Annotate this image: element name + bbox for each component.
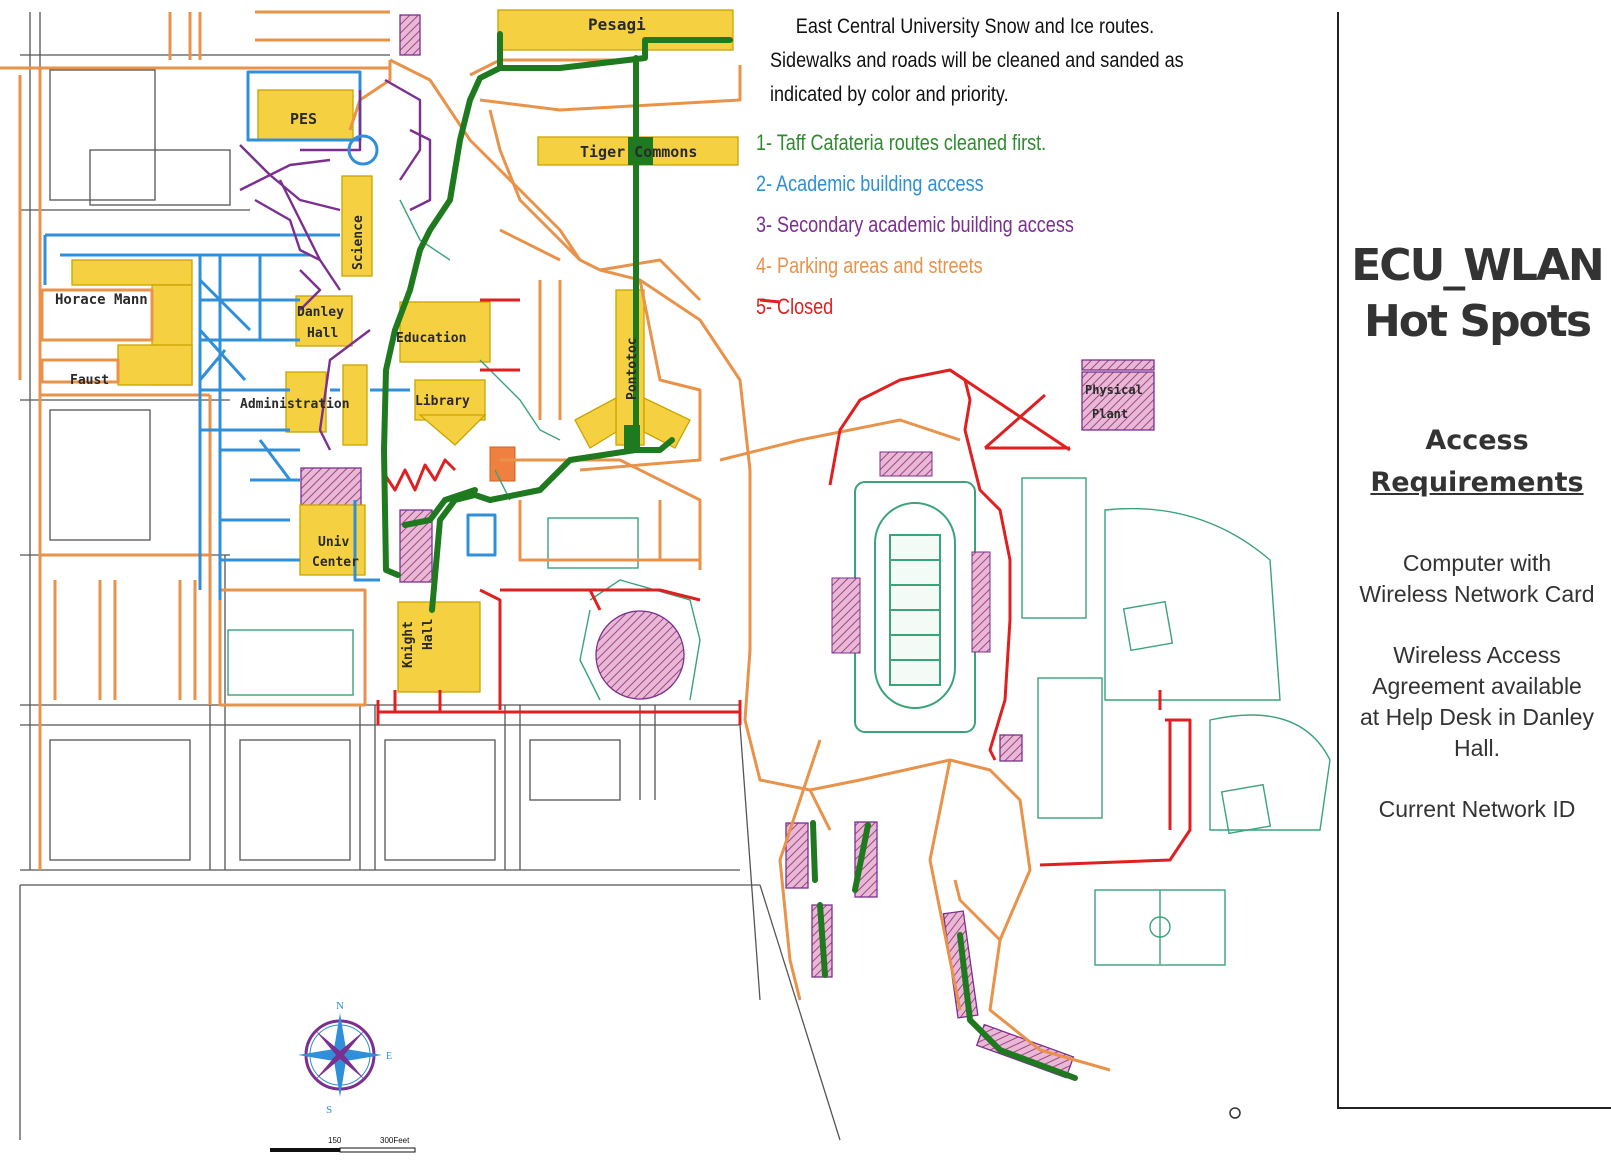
stadium-stands-west — [831, 577, 861, 654]
legend-item-3: 3- Secondary academic building access — [756, 212, 1074, 237]
req1-line-1: Computer with — [1402, 550, 1552, 576]
label-horace-mann: Horace Mann — [55, 292, 148, 308]
title-line-2: Sidewalks and roads will be cleaned and … — [770, 49, 1184, 72]
label-center: Center — [312, 555, 359, 570]
label-library: Library — [415, 394, 470, 409]
hotspots-panel — [1337, 12, 1611, 1109]
label-education: Education — [396, 331, 466, 346]
hotspots-title-line-1: ECU_WLAN — [1351, 240, 1605, 291]
orange-block — [489, 446, 516, 482]
stadium-stands-east — [971, 551, 991, 653]
access-line-2: Requirements — [1370, 467, 1584, 498]
building-labels: Pesagi PES Tiger Commons Science Horace … — [55, 15, 1143, 668]
label-physical: Physical — [1085, 383, 1143, 397]
blue-routes — [43, 70, 497, 600]
scale-end: 300Feet — [380, 1136, 410, 1145]
req2-line-4: Hall. — [1453, 735, 1500, 761]
label-danley-2: Hall — [307, 326, 338, 341]
athletic-fields — [227, 477, 1331, 966]
legend-item-4: 4- Parking areas and streets — [756, 253, 983, 278]
compass-n: N — [336, 1000, 344, 1012]
compass-rose: N E S — [298, 1000, 392, 1116]
hotspots-title-line-2: Hot Spots — [1363, 296, 1592, 347]
label-faust: Faust — [70, 373, 109, 388]
label-pesagi: Pesagi — [588, 15, 646, 34]
green-routes — [381, 31, 1078, 1081]
access-line-1: Access — [1425, 425, 1529, 456]
map-title: East Central University Snow and Ice rou… — [770, 10, 1184, 112]
stadium — [854, 481, 976, 733]
compass-e: E — [386, 1051, 392, 1062]
legend-item-1: 1- Taff Cafateria routes cleaned first. — [756, 130, 1047, 155]
label-univ: Univ — [318, 535, 349, 550]
title-line-3: indicated by color and priority. — [770, 83, 1009, 106]
label-tiger-commons: Tiger Commons — [580, 143, 697, 161]
scale-mid: 150 — [328, 1136, 342, 1145]
red-routes — [376, 298, 1192, 867]
compass-s: S — [326, 1104, 332, 1116]
req3-line: Current Network ID — [1378, 796, 1576, 822]
purple-routes — [239, 78, 432, 451]
requirement-computer: Computer with Wireless Network Card — [1340, 548, 1611, 610]
requirement-agreement: Wireless Access Agreement available at H… — [1340, 640, 1611, 764]
req2-line-2: Agreement available — [1372, 673, 1582, 699]
req2-line-1: Wireless Access — [1393, 642, 1561, 668]
roundabout — [347, 134, 379, 166]
hotspots-title: ECU_WLAN Hot Spots — [1340, 238, 1611, 350]
legend-item-5: 5- Closed — [756, 294, 834, 319]
legend-item-2: 2- Academic building access — [756, 171, 984, 196]
tiger-commons-green-block — [628, 137, 653, 165]
requirement-network-id: Current Network ID — [1340, 794, 1611, 825]
requirements-list: Computer with Wireless Network Card Wire… — [1340, 548, 1611, 855]
req1-line-2: Wireless Network Card — [1359, 581, 1595, 607]
label-knight: Knight — [401, 621, 416, 668]
label-pes: PES — [290, 110, 317, 128]
label-administration: Administration — [240, 397, 350, 412]
hatched-buildings — [300, 14, 1155, 1079]
label-hall: Hall — [421, 619, 436, 650]
title-line-1: East Central University Snow and Ice rou… — [795, 15, 1155, 38]
access-heading: Access Requirements — [1340, 420, 1611, 504]
stadium-pressbox — [879, 451, 933, 477]
pontotoc-green-block — [624, 425, 640, 449]
label-pontotoc: Pontotoc — [625, 337, 640, 400]
label-danley-1: Danley — [297, 305, 344, 320]
orange-routes — [0, 10, 1111, 1072]
legend: 1- Taff Cafateria routes cleaned first. … — [756, 130, 1074, 335]
req2-line-3: at Help Desk in Danley — [1360, 704, 1594, 730]
scale-bar: 150 300Feet — [270, 1136, 416, 1153]
label-science: Science — [351, 215, 366, 270]
label-plant: Plant — [1092, 407, 1128, 421]
info-point — [1229, 1107, 1241, 1119]
